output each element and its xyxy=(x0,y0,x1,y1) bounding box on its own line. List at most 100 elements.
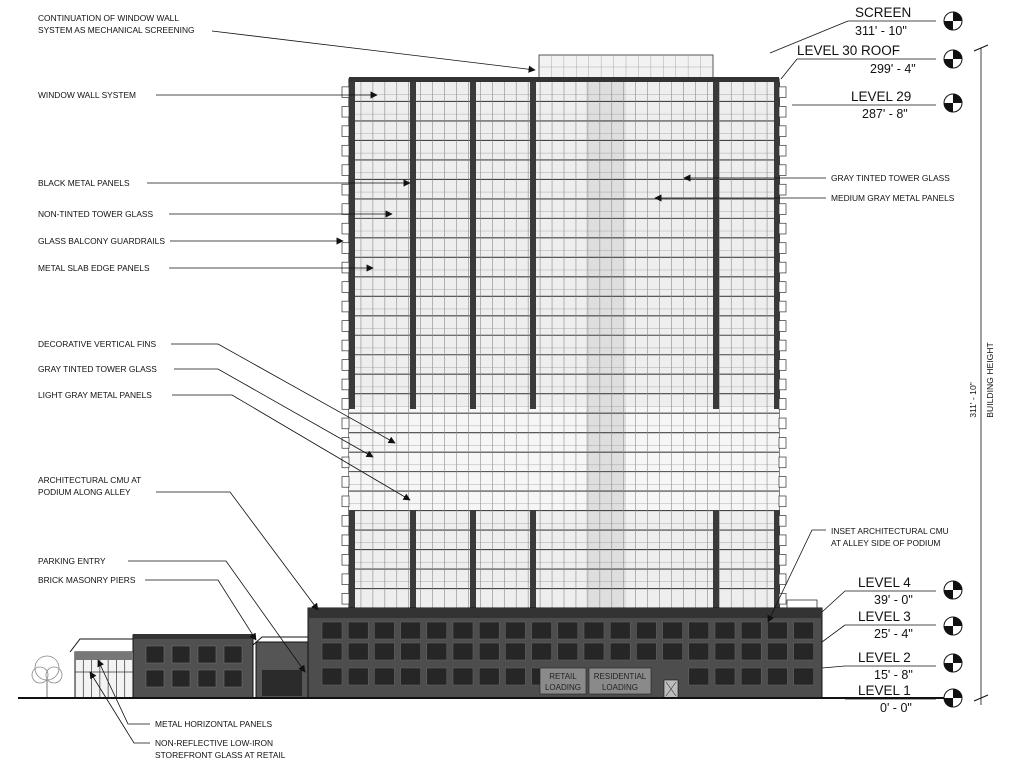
balcony-left xyxy=(341,106,350,118)
level-elev-level-1: 0' - 0" xyxy=(880,701,912,715)
level-name-level-2: LEVEL 2 xyxy=(858,650,911,665)
podium-window xyxy=(557,621,579,640)
tower-window-grid xyxy=(349,82,779,608)
balcony-right xyxy=(778,378,787,391)
note-gray-tinted-tower-glass-left: GRAY TINTED TOWER GLASS xyxy=(38,364,157,374)
balcony-right xyxy=(778,242,787,254)
podium: RETAIL LOADING RESIDENTIAL LOADING xyxy=(307,599,823,699)
brick-window xyxy=(197,645,217,664)
brick-window xyxy=(223,669,243,688)
balcony-right xyxy=(778,476,787,488)
level-symbol-level-1 xyxy=(943,688,963,708)
note-light-gray-metal-panels: LIGHT GRAY METAL PANELS xyxy=(38,390,152,400)
podium-window xyxy=(662,642,683,661)
note-architectural-cmu-2: PODIUM ALONG ALLEY xyxy=(38,487,131,497)
balcony-right xyxy=(778,281,787,293)
residential-loading-line-1: RESIDENTIAL xyxy=(594,672,647,681)
podium-window xyxy=(321,667,343,686)
balcony-left xyxy=(341,476,350,488)
balcony-left xyxy=(341,515,350,527)
podium-window xyxy=(688,642,710,661)
dark-fin-upper xyxy=(713,82,719,409)
balcony-left xyxy=(341,593,350,605)
podium-window xyxy=(531,642,552,661)
podium-window xyxy=(767,642,788,661)
balcony-left xyxy=(341,203,350,215)
level-marker-level-1: LEVEL 1 0' - 0" xyxy=(845,683,963,715)
dark-fin-upper xyxy=(410,82,416,409)
level-marker-screen: SCREEN 311' - 10" xyxy=(769,5,963,54)
balcony-left xyxy=(341,534,350,547)
note-continuation-window-wall-1: CONTINUATION OF WINDOW WALL xyxy=(38,13,179,23)
note-metal-horizontal-panels: METAL HORIZONTAL PANELS xyxy=(155,719,273,729)
podium-window xyxy=(609,621,631,640)
brick-building-cap xyxy=(133,634,253,639)
leader-architectural-cmu xyxy=(156,491,319,611)
level-elev-level-3: 25' - 4" xyxy=(874,627,913,641)
balcony-right xyxy=(778,437,787,449)
balcony-right xyxy=(778,183,787,196)
dark-fin-upper xyxy=(470,82,476,409)
level-name-level-29: LEVEL 29 xyxy=(851,89,911,104)
balcony-right xyxy=(778,125,787,137)
balcony-left xyxy=(341,222,350,235)
building-height-label: BUILDING HEIGHT xyxy=(985,342,995,418)
balcony-right xyxy=(778,593,787,605)
tower xyxy=(341,54,787,611)
balcony-left xyxy=(341,339,350,352)
podium-window xyxy=(347,642,369,661)
tree xyxy=(31,655,63,698)
dark-fin-lower xyxy=(713,510,719,608)
podium-window xyxy=(740,642,762,661)
balcony-right xyxy=(778,417,787,430)
podium-roof-equipment xyxy=(786,599,818,610)
note-window-wall-system: WINDOW WALL SYSTEM xyxy=(38,90,136,100)
brick-window xyxy=(197,669,217,688)
level-symbol-level-3 xyxy=(943,616,963,636)
balcony-left xyxy=(341,144,350,157)
balcony-left xyxy=(341,573,350,585)
leader-parking-entry xyxy=(128,560,306,673)
level-marker-level-2: LEVEL 2 15' - 8" xyxy=(821,650,963,682)
podium-window xyxy=(400,642,421,661)
brick-window xyxy=(171,645,191,664)
balcony-left xyxy=(341,183,350,196)
level-elev-level-2: 15' - 8" xyxy=(874,668,913,682)
balcony-right xyxy=(778,86,787,98)
glass-balcony-guardrails-row xyxy=(341,86,787,605)
level-marker-level-3: LEVEL 3 25' - 4" xyxy=(821,609,963,643)
balcony-right xyxy=(778,164,787,176)
podium-window xyxy=(531,621,552,640)
balcony-right xyxy=(778,300,787,313)
level-elev-level-29: 287' - 8" xyxy=(862,107,908,121)
podium-window xyxy=(426,621,448,640)
dark-fin-upper xyxy=(349,82,355,409)
balcony-left xyxy=(341,281,350,293)
balcony-right xyxy=(778,144,787,157)
building-height-value: 311' - 10" xyxy=(968,382,978,418)
podium-window xyxy=(767,621,788,640)
level-elev-screen: 311' - 10" xyxy=(855,24,907,38)
note-decorative-vertical-fins: DECORATIVE VERTICAL FINS xyxy=(38,339,156,349)
residential-loading-sign xyxy=(588,667,652,695)
note-architectural-cmu-1: ARCHITECTURAL CMU AT xyxy=(38,475,141,485)
balcony-left xyxy=(341,417,350,430)
retail-canopy xyxy=(69,638,134,653)
tower-center-column xyxy=(586,79,626,610)
brick-window xyxy=(145,645,165,664)
podium-window xyxy=(478,642,500,661)
leader-metal-horizontal-panels xyxy=(97,659,150,725)
podium-window xyxy=(793,667,814,686)
balcony-left xyxy=(341,86,350,98)
dark-fin-lower xyxy=(530,510,536,608)
balcony-right xyxy=(778,339,787,352)
podium-window xyxy=(583,621,605,640)
leader-decorative-vertical-fins xyxy=(171,343,396,444)
residential-loading-line-2: LOADING xyxy=(602,683,638,692)
level-name-level-30-roof: LEVEL 30 ROOF xyxy=(797,43,900,58)
retail-loading-line-1: RETAIL xyxy=(549,672,577,681)
level-marker-level-30-roof: LEVEL 30 ROOF 299' - 4" xyxy=(780,43,963,80)
level-marker-level-29: LEVEL 29 287' - 8" xyxy=(792,89,963,121)
note-non-tinted-tower-glass: NON-TINTED TOWER GLASS xyxy=(38,209,154,219)
